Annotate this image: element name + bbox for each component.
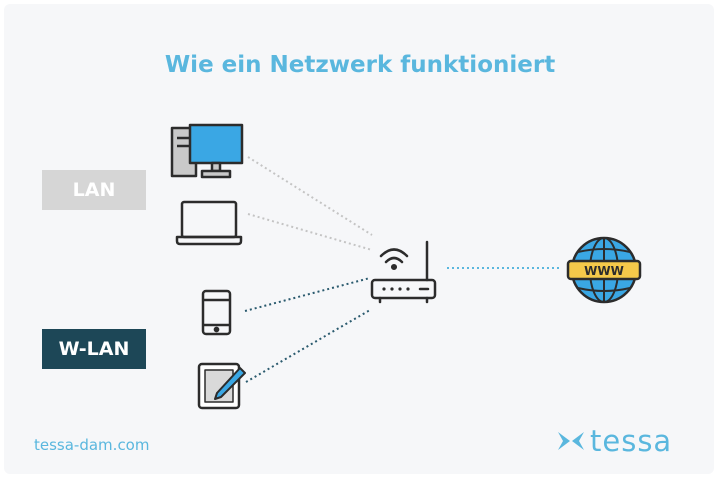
globe-www-label: WWW [584, 264, 624, 278]
tablet-icon [197, 362, 246, 410]
brand-name: tessa [590, 424, 673, 458]
link-smartphone-router [244, 277, 371, 312]
footer-url: tessa-dam.com [34, 436, 150, 454]
link-tablet-router [245, 309, 371, 383]
lan-group-label: LAN [42, 170, 146, 210]
tessa-logo-icon [558, 432, 584, 450]
desktop-computer-icon [170, 123, 244, 179]
smartphone-icon [201, 289, 232, 336]
wifi-router-icon [370, 240, 437, 304]
link-laptop-router [247, 213, 373, 251]
globe-icon: WWW [566, 236, 642, 304]
brand-logo: tessa [556, 424, 672, 458]
link-desktop-router [247, 156, 373, 236]
wlan-group-label: W-LAN [42, 329, 146, 369]
laptop-icon [175, 200, 243, 246]
connection-lines [244, 156, 562, 383]
diagram-title: Wie ein Netzwerk funktioniert [164, 52, 556, 78]
